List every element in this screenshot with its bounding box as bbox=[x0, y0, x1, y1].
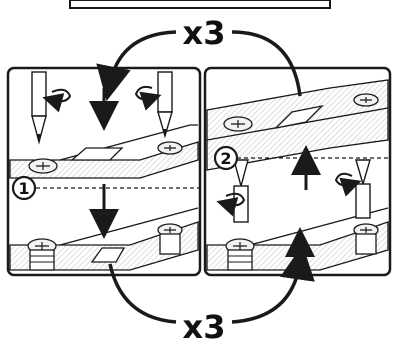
step-one-marker: 1 bbox=[11, 175, 37, 201]
clockwise-rotation-icon bbox=[42, 88, 72, 113]
step-two-label: 2 bbox=[220, 149, 231, 168]
left-panel: 1 bbox=[6, 66, 210, 277]
curved-arrow-icon bbox=[231, 244, 315, 324]
top-strip bbox=[69, 0, 331, 9]
screw-icon bbox=[157, 223, 183, 255]
clockwise-rotation-icon bbox=[216, 192, 246, 217]
screw-icon bbox=[225, 238, 255, 271]
counterclockwise-rotation-icon bbox=[134, 85, 162, 111]
repeat-top-label: x3 bbox=[183, 14, 226, 52]
step-one-label: 1 bbox=[18, 179, 29, 198]
curved-arrow-icon bbox=[96, 30, 177, 102]
screw-icon bbox=[27, 238, 57, 271]
counterclockwise-rotation-icon bbox=[334, 172, 362, 197]
step-two-marker: 2 bbox=[213, 145, 239, 171]
curved-arrow-icon bbox=[231, 30, 302, 97]
pencil-icon bbox=[355, 159, 371, 219]
screw-icon bbox=[353, 223, 379, 255]
pencil-icon bbox=[233, 159, 249, 223]
curved-arrow-icon bbox=[108, 263, 177, 324]
right-panel: 2 bbox=[203, 66, 392, 277]
repeat-bottom-label: x3 bbox=[183, 308, 226, 345]
pencil-icon bbox=[157, 71, 173, 139]
